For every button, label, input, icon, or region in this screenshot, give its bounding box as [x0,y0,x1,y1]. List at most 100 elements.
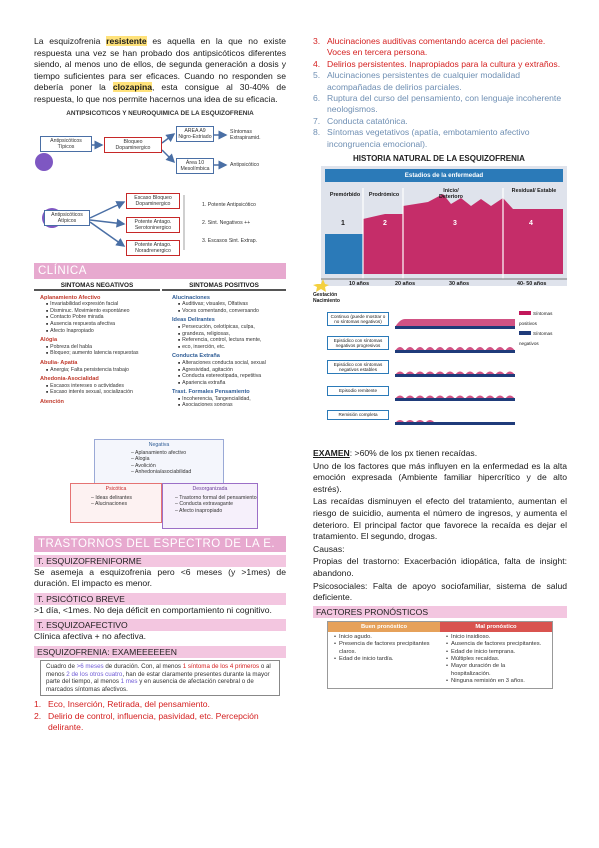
mal-pronostico-header: Mal pronóstico [440,621,552,632]
symptom-item: ■Ausencia respuesta afectiva [40,321,160,328]
symptom-item: ■Contacto Pobre mirada [40,314,160,321]
historia-figure: HISTORIA NATURAL DE LA ESQUIZOFRENIA Est… [313,154,567,452]
course-wave [395,319,515,330]
symptom-text: Anergia; Falta persistencia trabajo [50,366,129,373]
birth-star-icon [313,279,329,293]
course-row: Remisión completa [327,404,567,426]
criteria-number: 2. [34,710,42,721]
t2-heading: T. PSICÓTICO BREVE [34,592,286,605]
bullet-icon: ■ [46,390,49,395]
bullet-icon: ■ [46,351,49,356]
pronostico-item: •Edad de inicio tardía. [334,656,434,663]
symptom-item: ■Bloqueo; aumento latencia respuestas [40,350,160,357]
criteria-list-right: 3.Alucinaciones auditivas comentando ace… [313,36,567,150]
result-1: 1. Potente Antipsicótico [202,201,256,208]
pronostico-text: Múltiples recaídas. [451,656,500,662]
course-wave [395,347,515,354]
bullet-icon: • [446,663,449,670]
symptom-group-heading: Conducta Extraña [172,353,220,360]
venn-figure: Negativa – Aplanamiento afectivo– Alogia… [34,438,286,531]
pronostico-text: Inicio agudo. [339,633,372,640]
area9-box: AREA A9 Nigro-Estriado [176,125,214,142]
symptom-item: ■Agresividad, agitación [172,367,286,374]
symptom-item: ■Pobreza del habla [40,344,160,351]
pronostico-item: •Múltiples recaídas. [446,656,546,663]
area10-box: Área 10 Mesolímbica [176,157,214,174]
pronostico-item: •Presencia de factores precipitantes cla… [334,641,434,656]
symptom-group-heading: Ahedonia-Asocialidad [40,376,99,383]
atypical-box: Antipsicóticos Atípicos [44,209,90,226]
typical-box: Antipsicóticos Típicos [40,135,92,152]
symptom-text: Conducta estereotipada, repetitiva [182,373,262,380]
stage-2: Prodrómico [368,192,400,199]
bullet-icon: ■ [178,331,181,336]
bullet-icon: ■ [178,374,181,379]
pronostico-text: Ninguna remisión en 3 años. [451,678,525,685]
t1-heading: T. ESQUIZOFRENIFORME [34,554,286,567]
venn-neg-items: – Aplanamiento afectivo– Alogia– Avolici… [131,450,221,476]
stage-num-3: 3 [453,220,457,228]
bullet-icon: • [446,633,449,640]
intro-paragraph: La esquizofrenia resistente es aquella e… [34,36,287,104]
symptom-text: Alteraciones conducta social, sexual [182,359,266,366]
bullet-icon: ■ [46,383,49,388]
symptom-item: ■eco, inserción, etc. [172,344,286,351]
venn-item: – Anhedonia/asociabilidad [131,469,192,476]
symptom-text: Incoherencia, Tangencialidad, [182,395,251,402]
bullet-icon: ■ [178,360,181,365]
age-1: 10 años [349,281,370,288]
criteria-text: Ruptura del curso del pensamiento, con l… [327,93,562,115]
course-row: Episodio remitente [327,380,567,402]
symptom-text: grandeza, religiosas, [182,330,231,337]
symptom-item: ■Conducta estereotipada, repetitiva [172,373,286,380]
stage-num-4: 4 [529,220,533,228]
pronostico-text: Edad de inicio temprana. [451,648,516,655]
symptom-item: ■Apariencia extraña [172,380,286,387]
criteria-list-left: 1.Eco, Inserción, Retirada, del pensamie… [34,699,286,733]
symptom-text: Voces comentando, conversando [182,307,259,314]
course-row: Continuo (puede mostrar o no síntomas ne… [327,308,567,330]
stage-num-1: 1 [341,220,345,228]
symptom-item: ■Voces comentando, conversando [172,308,286,315]
symptom-item: ■Incoherencia, Tangencialidad, [172,396,286,403]
symptom-text: Apariencia extraña [182,379,226,386]
pronostico-table: Buen pronóstico Mal pronóstico •Inicio a… [327,620,553,689]
venn-negativa: Negativa – Aplanamiento afectivo– Alogia… [94,438,224,489]
criteria-item: 6.Ruptura del curso del pensamiento, con… [313,93,567,116]
venn-item: – Aplanamiento afectivo [131,449,187,456]
criteria-number: 5. [313,70,321,81]
bullet-icon: • [446,678,449,685]
course-label: Remisión completa [327,410,389,420]
criteria-item: 7.Conducta catatónica. [313,116,567,127]
criteria-item: 4.Delirios persistentes. Inapropiados pa… [313,59,567,70]
symptom-group-heading: Atención [40,398,64,405]
course-label: Episodio remitente [327,386,389,396]
bullet-icon: ■ [178,344,181,349]
symptom-item: ■Escaso interés sexual, socialización [40,389,160,396]
symptom-item: ■Referencia, control, lectura mente, [172,337,286,344]
venn-des-title: Desorganizada [192,485,228,492]
symptom-item: ■Auditivas; visuales, Olfativas [172,301,286,308]
symptom-text: Asociaciones sonoras [182,402,233,409]
criteria-text: Delirios persistentes. Inapropiados para… [327,58,561,69]
bullet-icon: ■ [178,302,181,307]
age-4: 40- 50 años [517,281,547,288]
mal-pronostico-list: •Inicio insidioso.•Ausencia de factores … [440,632,552,688]
venn-item: – Conducta extravagante [175,501,233,508]
legend: Síntomas positivos Síntomas negativos [519,311,553,347]
factores-heading: FACTORES PRONÓSTICOS [313,605,567,618]
antipsicotico-label: Antipsicótico [230,161,260,168]
diagram-title: ANTIPSICOTICOS Y NEUROQUIMICA DE LA ESQU… [66,109,254,117]
bullet-icon: ■ [46,328,49,333]
venn-item: – Avolición [131,462,156,469]
pronostico-item: •Ninguna remisión en 3 años. [446,678,546,685]
bullet-icon: ■ [178,403,181,408]
symptom-group-heading: Alógia [40,337,58,344]
course-label: Episódico con síntomas negativos progres… [327,335,389,351]
result-3: 3. Escasos Sint. Extrap. [202,237,258,244]
symptom-item: ■Afecto Inapropiado [40,328,160,335]
potente-sero-box: Potente Antago. Serotoninergico [126,216,180,233]
symptom-text: Contacto Pobre mirada [50,314,104,321]
stage-num-2: 2 [383,220,387,228]
t4-heading: ESQUIZOFRENIA: EXAMEEEEEEN [34,645,286,658]
